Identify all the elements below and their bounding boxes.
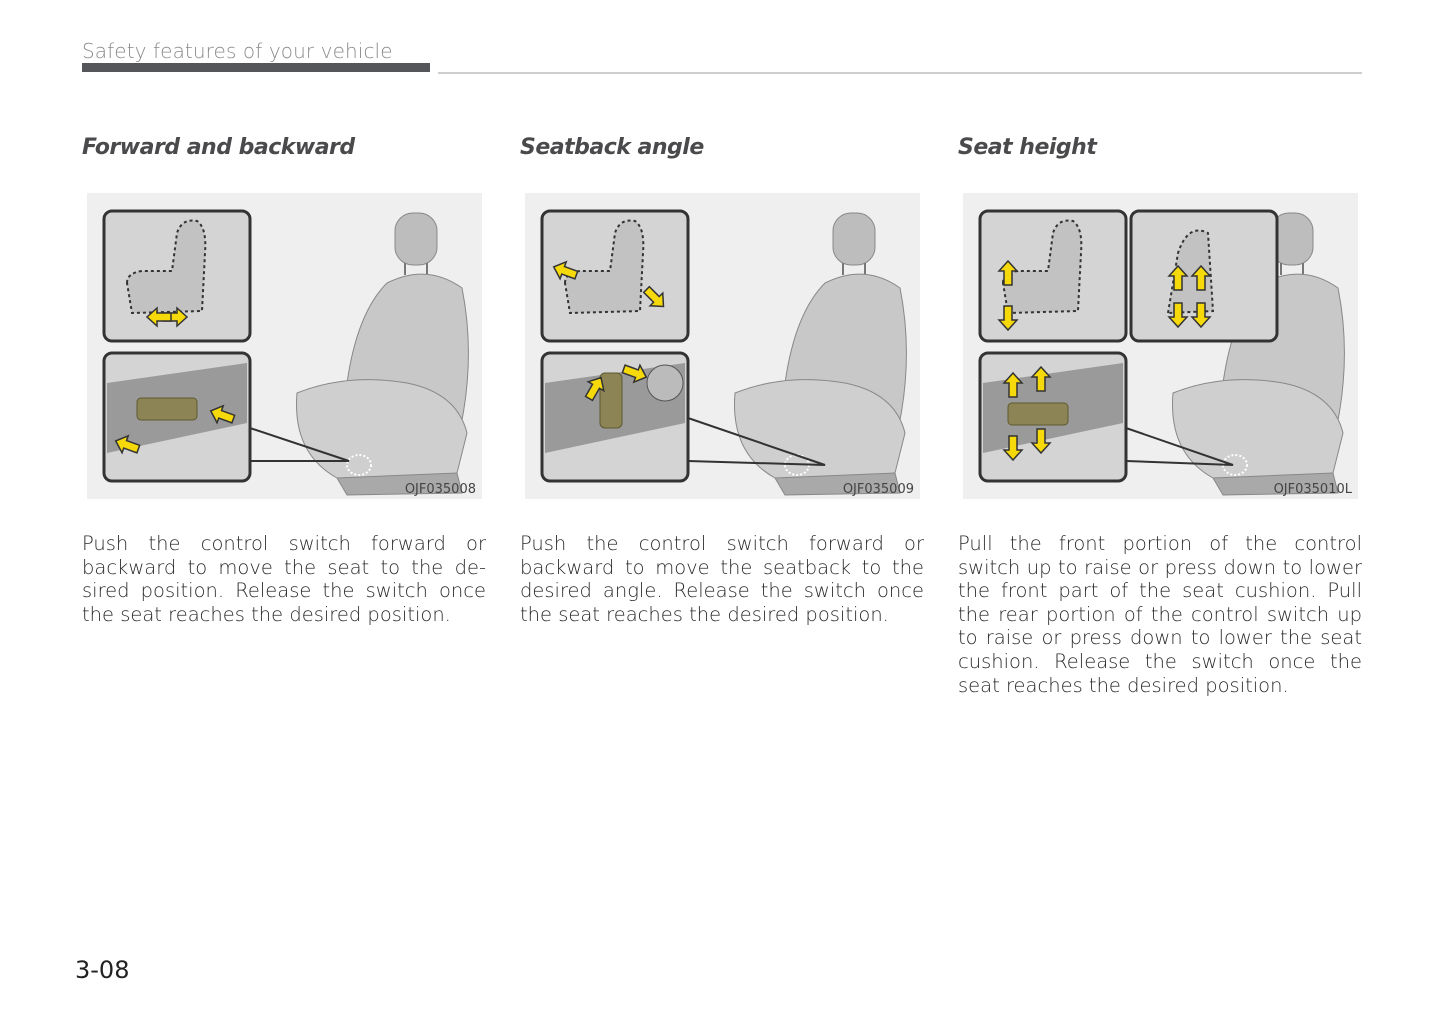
header-rule: [438, 72, 1362, 74]
seat-illustration: OJF035010L: [963, 193, 1358, 499]
section-seat-height: Seat height OJF035010L Pull the front po…: [958, 135, 1362, 697]
section-heading: Seatback angle: [520, 135, 704, 160]
section-forward-backward: Forward and backward OJF035008 Push the …: [82, 135, 486, 626]
figure-code: OJF035009: [842, 482, 914, 497]
seat-diagram: [540, 209, 907, 496]
header-bar: [82, 63, 430, 72]
seat-illustration: OJF035009: [525, 193, 920, 499]
page-number: 3-08: [75, 956, 130, 984]
seat-diagram: [102, 209, 469, 496]
figure-code: OJF035008: [404, 482, 476, 497]
section-body: Push the control switch forward or backw…: [520, 532, 924, 626]
seat-illustration: OJF035008: [87, 193, 482, 499]
section-body: Pull the front portion of the control sw…: [958, 532, 1362, 697]
section-seatback-angle: Seatback angle OJF035009 Push the contro…: [520, 135, 924, 626]
seat-diagram: [978, 209, 1345, 496]
figure-code: OJF035010L: [1273, 482, 1352, 497]
seat-drawing: [1172, 212, 1345, 496]
section-heading: Seat height: [958, 135, 1097, 160]
section-heading: Forward and backward: [82, 135, 355, 160]
section-body: Push the control switch forward or backw…: [82, 532, 486, 626]
seat-drawing: [734, 212, 907, 496]
section-header: Safety features of your vehicle: [82, 39, 393, 63]
seat-drawing: [296, 212, 469, 496]
